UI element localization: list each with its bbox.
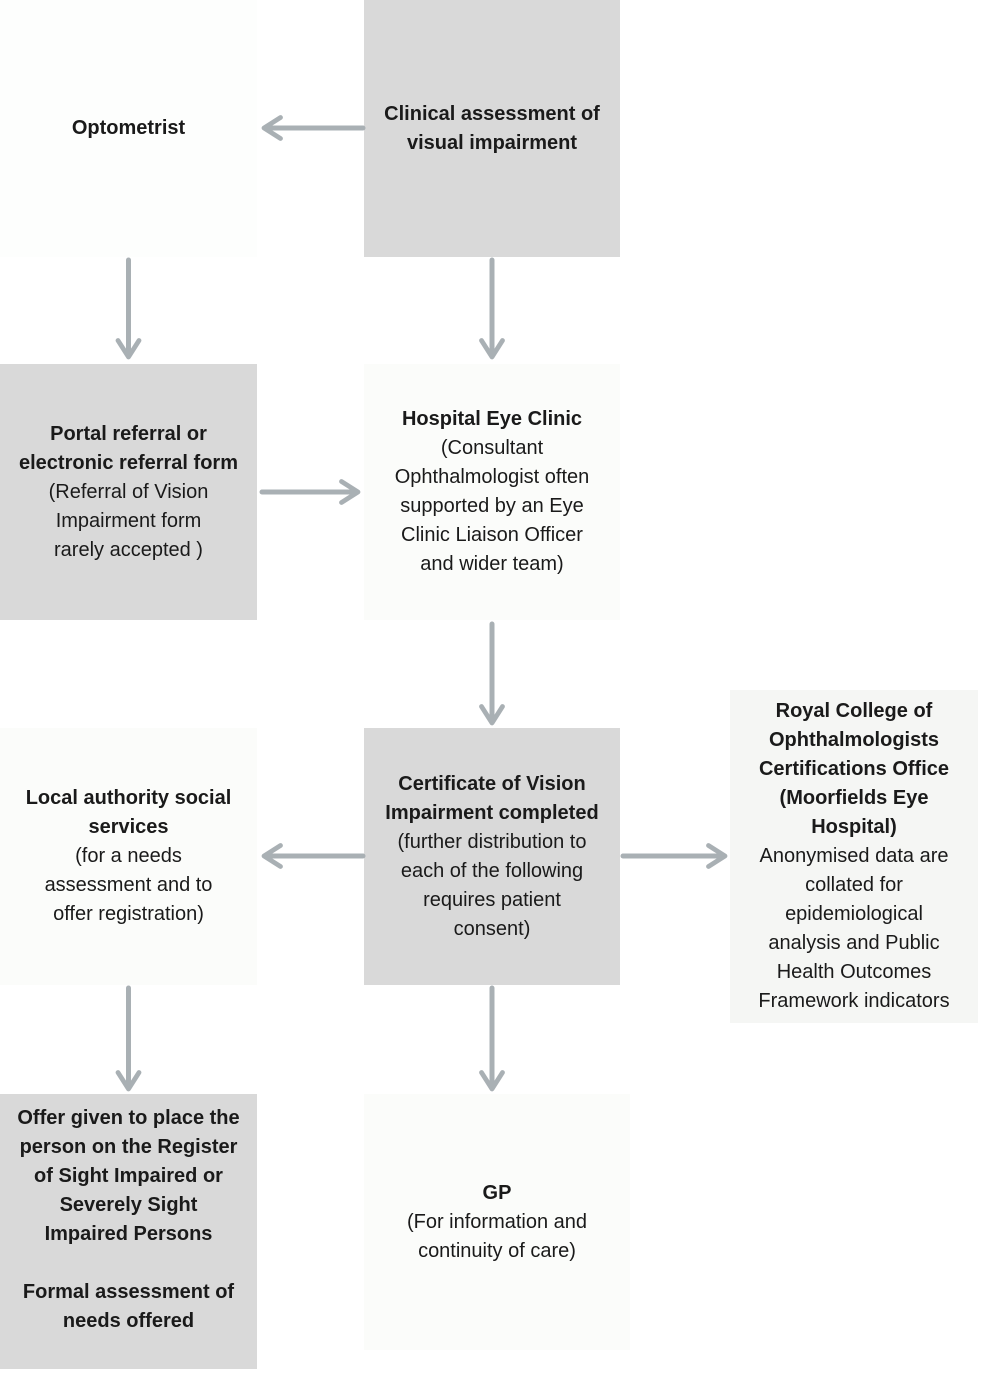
node-title: Offer given to place the person on the R… xyxy=(17,1107,240,1332)
node-body: (for a needs assessment and to offer reg… xyxy=(44,845,213,925)
node-body: (further distribution to each of the fol… xyxy=(397,830,587,940)
node-text: Optometrist xyxy=(4,114,253,143)
node-text: Hospital Eye Clinic (Consultant Ophthalm… xyxy=(368,405,616,579)
node-title: Portal referral or electronic referral f… xyxy=(19,422,238,474)
node-body: (Consultant Ophthalmologist often suppor… xyxy=(394,437,590,575)
node-register-offer: Offer given to place the person on the R… xyxy=(0,1094,257,1369)
node-title: Clinical assessment of visual impairment xyxy=(384,102,600,154)
node-body: (Referral of Vision Impairment form rare… xyxy=(48,480,209,561)
node-text: Clinical assessment of visual impairment xyxy=(368,100,616,158)
node-clinical-assessment: Clinical assessment of visual impairment xyxy=(364,0,620,257)
node-optometrist: Optometrist xyxy=(0,0,257,257)
node-body: Anonymised data are collated for epidemi… xyxy=(758,845,950,1012)
node-local-authority-social-services: Local authority social services (for a n… xyxy=(0,728,257,985)
node-text: Certificate of Vision Impairment complet… xyxy=(368,770,616,944)
node-text: Local authority social services (for a n… xyxy=(4,784,253,929)
node-text: GP (For information and continuity of ca… xyxy=(368,1179,626,1266)
node-certificate-of-vision-impairment: Certificate of Vision Impairment complet… xyxy=(364,728,620,985)
node-royal-college-certifications-office: Royal College of Ophthalmologists Certif… xyxy=(730,690,978,1023)
node-title: GP xyxy=(482,1181,512,1204)
node-text: Offer given to place the person on the R… xyxy=(4,1104,253,1336)
node-title: Optometrist xyxy=(71,117,186,139)
node-title: Local authority social services xyxy=(25,787,232,838)
node-hospital-eye-clinic: Hospital Eye Clinic (Consultant Ophthalm… xyxy=(364,364,620,620)
node-title: Hospital Eye Clinic xyxy=(401,408,583,430)
node-portal-referral: Portal referral or electronic referral f… xyxy=(0,364,257,620)
node-text: Royal College of Ophthalmologists Certif… xyxy=(732,697,976,1016)
node-text: Portal referral or electronic referral f… xyxy=(4,420,253,565)
node-body: (For information and continuity of care) xyxy=(406,1210,588,1262)
node-title: Certificate of Vision Impairment complet… xyxy=(385,772,599,824)
node-title: Royal College of Ophthalmologists Certif… xyxy=(758,700,950,838)
node-gp: GP (For information and continuity of ca… xyxy=(364,1094,630,1350)
